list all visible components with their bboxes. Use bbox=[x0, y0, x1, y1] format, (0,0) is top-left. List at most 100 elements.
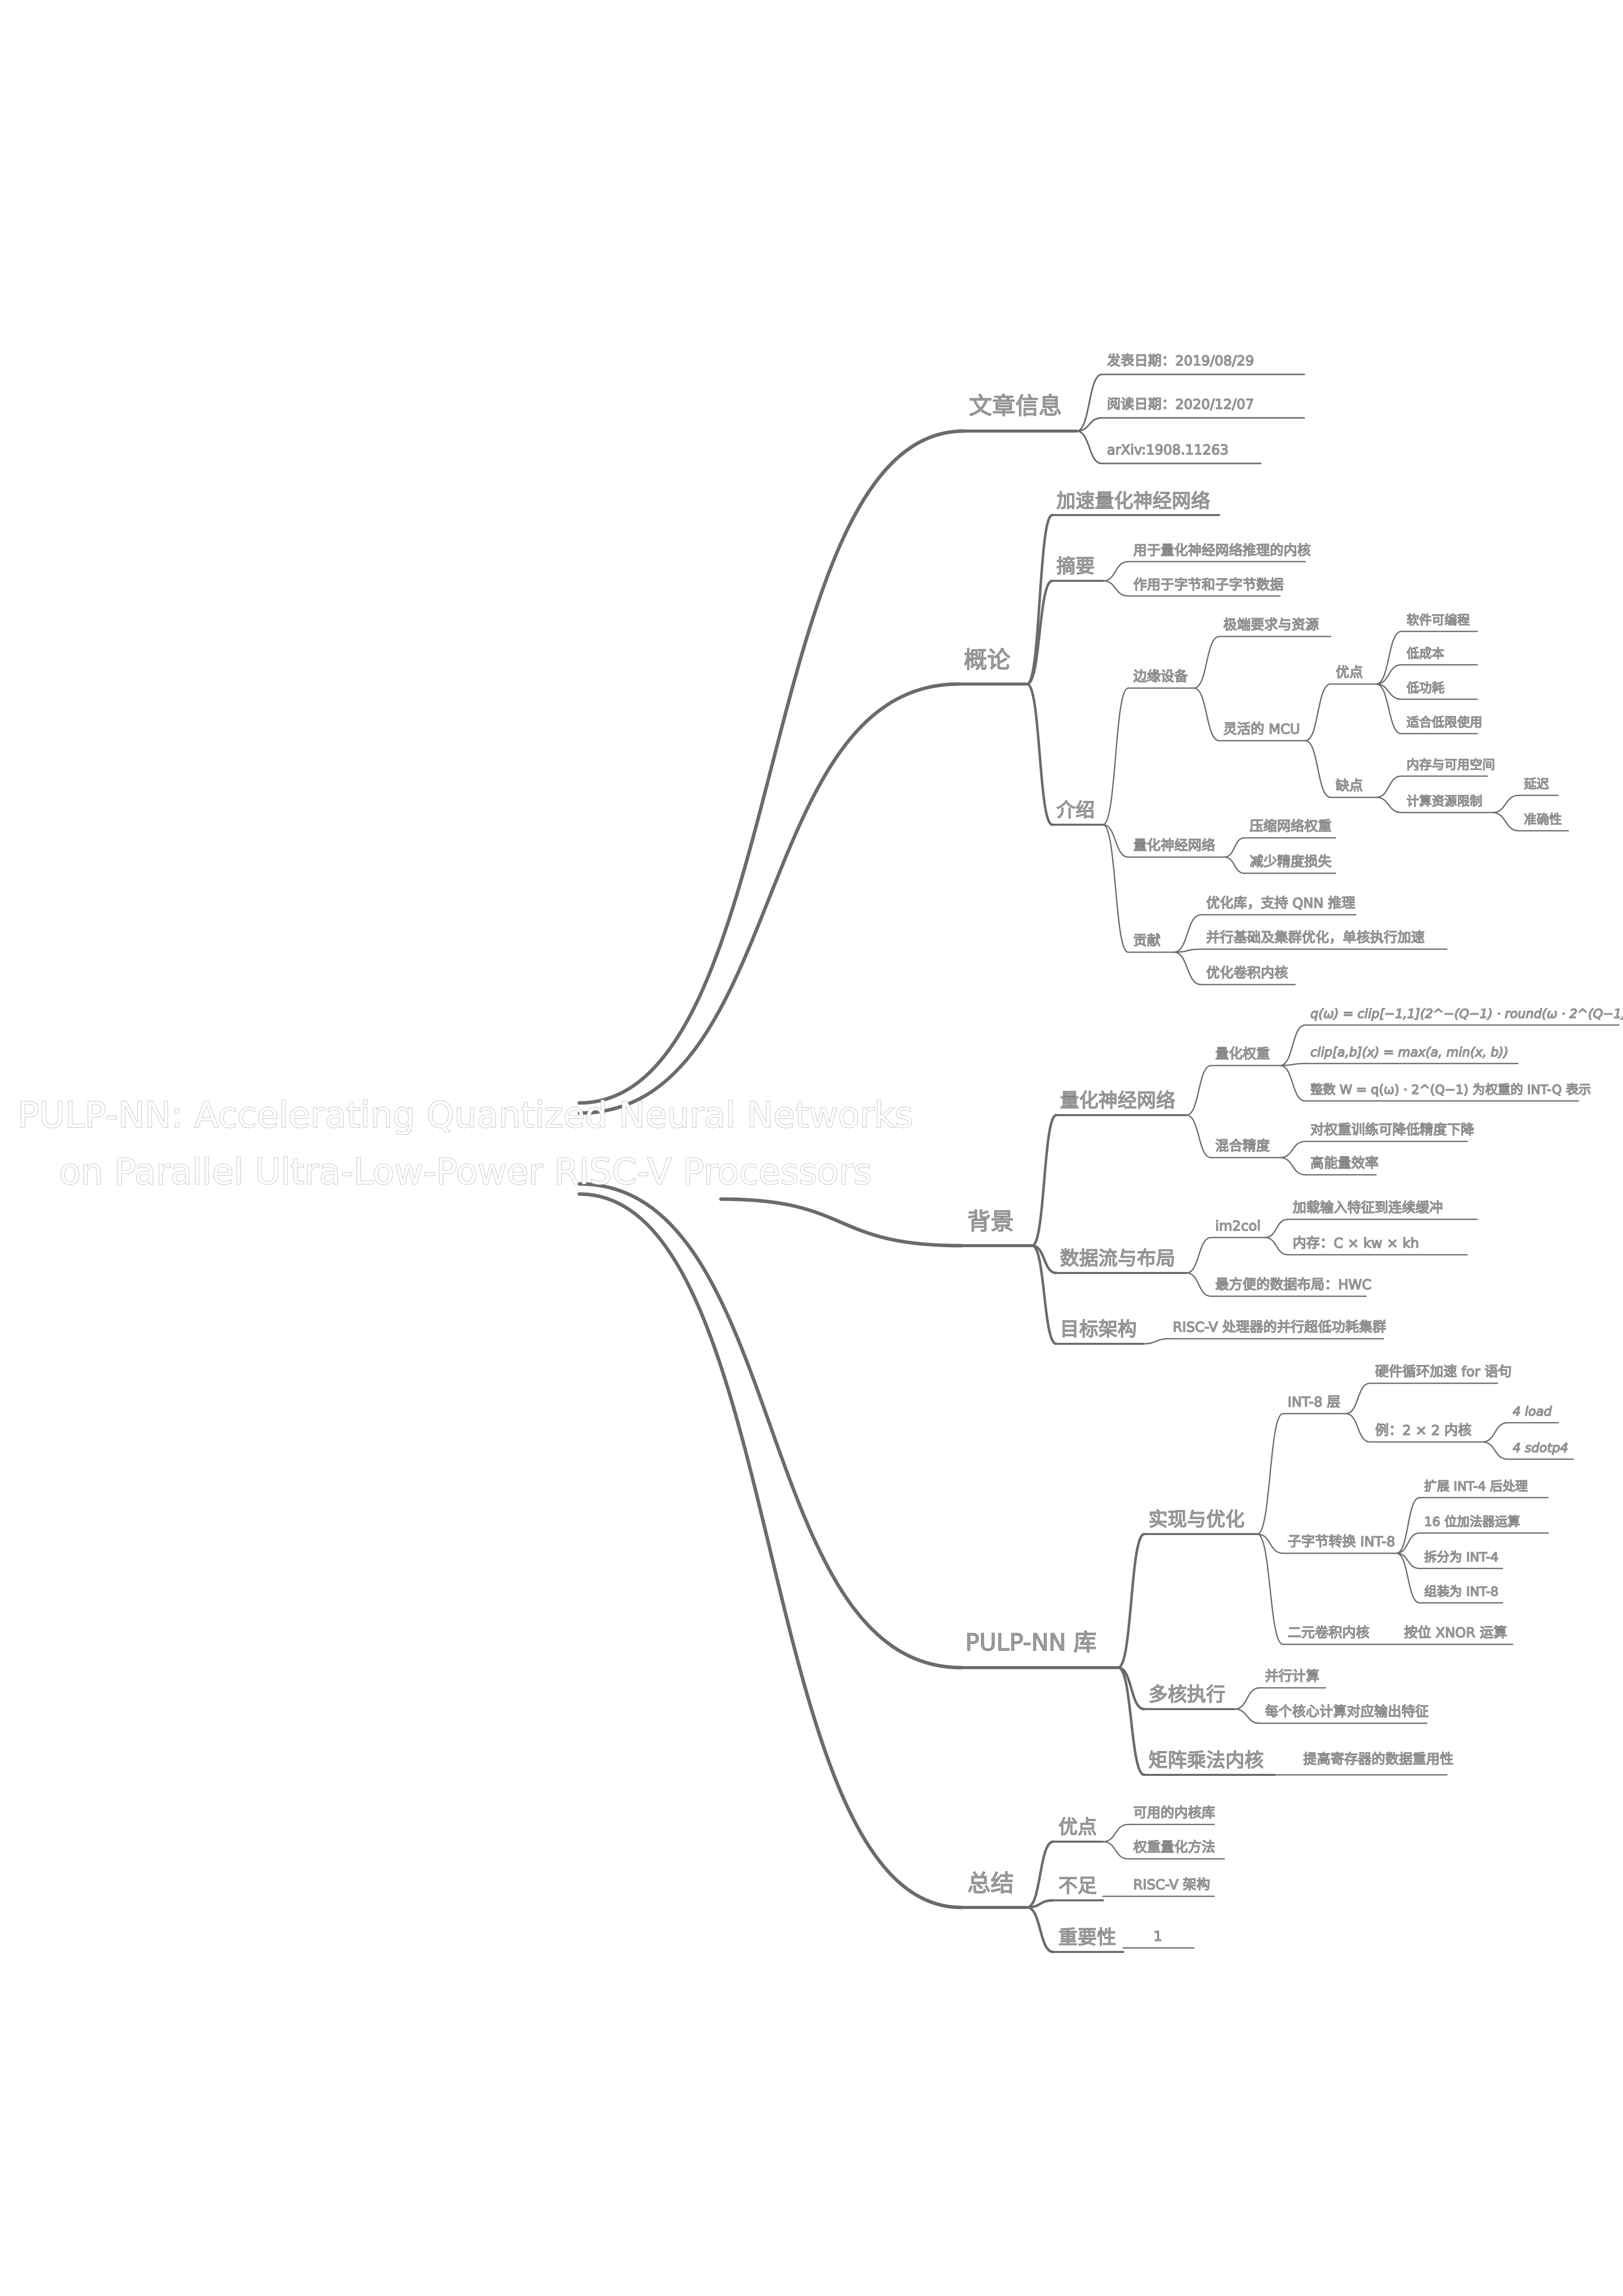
edge-edge-req bbox=[1193, 635, 1220, 689]
node-read-date[interactable]: 阅读日期：2020/12/07 bbox=[1106, 396, 1254, 412]
node-qnn-intro[interactable]: 量化神经网络 bbox=[1133, 837, 1215, 854]
node-mcu-cons[interactable]: 缺点 bbox=[1335, 778, 1363, 794]
node-subbyte-int8[interactable]: 子字节转换 INT-8 bbox=[1287, 1534, 1395, 1550]
edge-pros-1 bbox=[1102, 1823, 1129, 1843]
node-summary-pros[interactable]: 优点 bbox=[1058, 1815, 1097, 1838]
node-qnn-background[interactable]: 量化神经网络 bbox=[1059, 1089, 1175, 1112]
edge-im2col-1 bbox=[1264, 1218, 1289, 1239]
node-core-output[interactable]: 每个核心计算对应输出特征 bbox=[1264, 1704, 1429, 1720]
edge-abstract-2 bbox=[1102, 580, 1129, 597]
edge-pro-1 bbox=[1375, 664, 1402, 685]
edge-impl-subbyte bbox=[1256, 1533, 1284, 1554]
node-con-compute[interactable]: 计算资源限制 bbox=[1406, 793, 1482, 809]
node-qnn-compress[interactable]: 压缩网络权重 bbox=[1249, 818, 1332, 834]
node-im2col[interactable]: im2col bbox=[1215, 1218, 1261, 1234]
node-xnor[interactable]: 按位 XNOR 运算 bbox=[1403, 1625, 1507, 1641]
node-pro-programmable[interactable]: 软件可编程 bbox=[1406, 612, 1470, 627]
node-multicore[interactable]: 多核执行 bbox=[1148, 1683, 1225, 1706]
edge-example-sdotp bbox=[1481, 1441, 1509, 1460]
edge-subbyte-0 bbox=[1395, 1497, 1421, 1554]
node-equation-int-q[interactable]: 整数 W = q(ω) · 2^(Q−1) 为权重的 INT-Q 表示 bbox=[1310, 1082, 1591, 1097]
node-article-info[interactable]: 文章信息 bbox=[968, 392, 1062, 419]
edge-qnn-1 bbox=[1223, 837, 1246, 858]
node-importance[interactable]: 重要性 bbox=[1058, 1926, 1116, 1948]
node-parallel-compute[interactable]: 并行计算 bbox=[1264, 1668, 1319, 1684]
node-abstract-item-1[interactable]: 用于量化神经网络推理的内核 bbox=[1133, 542, 1311, 559]
node-hardware-loop[interactable]: 硬件循环加速 for 语句 bbox=[1375, 1364, 1512, 1380]
node-summary[interactable]: 总结 bbox=[967, 1869, 1014, 1897]
node-pulp-nn-library[interactable]: PULP-NN 库 bbox=[965, 1628, 1097, 1656]
node-extreme-requirements[interactable]: 极端要求与资源 bbox=[1223, 617, 1319, 633]
node-contrib-parallel[interactable]: 并行基础及集群优化，单核执行加速 bbox=[1206, 929, 1425, 946]
node-subbyte-split[interactable]: 拆分为 INT-4 bbox=[1424, 1549, 1499, 1564]
edge-info-read bbox=[1076, 417, 1103, 432]
edge-eq-0 bbox=[1279, 1024, 1306, 1067]
edge-pro-2 bbox=[1375, 683, 1402, 700]
node-binary-kernel[interactable]: 二元卷积内核 bbox=[1287, 1625, 1370, 1641]
node-background[interactable]: 背景 bbox=[967, 1207, 1014, 1235]
node-int8-layer[interactable]: INT-8 层 bbox=[1287, 1394, 1341, 1410]
edge-precision-1 bbox=[1279, 1140, 1306, 1159]
node-qnn-accuracy-loss[interactable]: 减少精度损失 bbox=[1249, 854, 1332, 870]
node-summary-cons[interactable]: 不足 bbox=[1058, 1874, 1097, 1897]
node-target-arch[interactable]: 目标架构 bbox=[1059, 1317, 1137, 1340]
node-con-memory[interactable]: 内存与可用空间 bbox=[1406, 757, 1495, 772]
node-abstract[interactable]: 摘要 bbox=[1056, 555, 1095, 577]
node-pro-low-cost[interactable]: 低成本 bbox=[1406, 646, 1444, 661]
edge-con-latency bbox=[1491, 794, 1520, 814]
node-subbyte-extend[interactable]: 扩展 INT-4 后处理 bbox=[1424, 1478, 1528, 1494]
node-riscv-cluster[interactable]: RISC-V 处理器的并行超低功耗集群 bbox=[1172, 1319, 1386, 1335]
edge-multicore-2 bbox=[1233, 1708, 1261, 1724]
node-overview[interactable]: 概论 bbox=[963, 646, 1010, 673]
edge-int8-loop bbox=[1345, 1382, 1371, 1415]
node-con-riscv[interactable]: RISC-V 架构 bbox=[1133, 1877, 1210, 1893]
edge-qnn-2 bbox=[1223, 856, 1246, 874]
node-pro-quantization[interactable]: 权重量化方法 bbox=[1133, 1839, 1215, 1855]
node-pro-kernel-library[interactable]: 可用的内核库 bbox=[1133, 1805, 1215, 1821]
node-one-line-summary[interactable]: 加速量化神经网络 bbox=[1056, 489, 1210, 512]
edge-root-library bbox=[577, 1182, 963, 1670]
edge-summary-importance bbox=[1026, 1906, 1055, 1953]
node-edge-devices[interactable]: 边缘设备 bbox=[1133, 668, 1188, 685]
node-mixed-precision[interactable]: 混合精度 bbox=[1215, 1138, 1270, 1154]
node-pro-low-power[interactable]: 低功耗 bbox=[1406, 680, 1444, 695]
edge-pro-0 bbox=[1375, 630, 1402, 685]
edge-contrib-1 bbox=[1173, 948, 1202, 953]
node-con-accuracy[interactable]: 准确性 bbox=[1523, 812, 1562, 827]
node-introduction[interactable]: 介绍 bbox=[1056, 798, 1095, 821]
edge-mcu-pros bbox=[1304, 683, 1332, 742]
node-precision-training[interactable]: 对权重训练可降低精度下降 bbox=[1310, 1122, 1474, 1138]
node-matmul-kernel[interactable]: 矩阵乘法内核 bbox=[1148, 1749, 1264, 1771]
edge-root-summary bbox=[577, 1192, 963, 1909]
node-implementation[interactable]: 实现与优化 bbox=[1148, 1508, 1245, 1530]
node-equation-clip[interactable]: clip[a,b](x) = max(a, min(x, b)) bbox=[1310, 1044, 1509, 1059]
node-subbyte-assemble[interactable]: 组装为 INT-8 bbox=[1424, 1584, 1499, 1599]
node-subbyte-adder[interactable]: 16 位加法器运算 bbox=[1424, 1514, 1520, 1529]
node-sdotp-count[interactable]: 4 sdotp4 bbox=[1512, 1440, 1568, 1455]
edge-con-compute bbox=[1375, 796, 1402, 814]
node-energy-efficiency[interactable]: 高能量效率 bbox=[1310, 1155, 1379, 1171]
node-arxiv-id[interactable]: arXiv:1908.11263 bbox=[1106, 442, 1229, 458]
node-im2col-memory[interactable]: 内存：C × kw × kh bbox=[1292, 1235, 1419, 1251]
node-pro-limited-use[interactable]: 适合低限使用 bbox=[1406, 714, 1482, 730]
node-quantized-weights[interactable]: 量化权重 bbox=[1215, 1046, 1270, 1062]
node-hwc-layout[interactable]: 最方便的数据布局：HWC bbox=[1215, 1277, 1372, 1293]
node-equation-quantize[interactable]: q(ω) = clip[−1,1](2^−(Q−1) · round(ω · 2… bbox=[1310, 1006, 1623, 1021]
node-contrib-kernel[interactable]: 优化卷积内核 bbox=[1206, 965, 1288, 981]
node-con-latency[interactable]: 延迟 bbox=[1523, 776, 1549, 791]
node-kernel-example[interactable]: 例：2 × 2 内核 bbox=[1375, 1422, 1472, 1438]
node-flexible-mcu[interactable]: 灵活的 MCU bbox=[1223, 721, 1300, 737]
edge-root-background bbox=[719, 1197, 963, 1248]
node-load-count[interactable]: 4 load bbox=[1512, 1404, 1552, 1419]
node-mcu-pros[interactable]: 优点 bbox=[1335, 664, 1363, 681]
node-published-date[interactable]: 发表日期：2019/08/29 bbox=[1106, 353, 1254, 369]
node-dataflow-layout[interactable]: 数据流与布局 bbox=[1059, 1247, 1175, 1269]
node-register-reuse[interactable]: 提高寄存器的数据重用性 bbox=[1303, 1751, 1454, 1767]
node-contrib-library[interactable]: 优化库，支持 QNN 推理 bbox=[1206, 895, 1355, 911]
node-importance-value[interactable]: 1 bbox=[1153, 1928, 1163, 1944]
node-im2col-load[interactable]: 加载输入特征到连续缓冲 bbox=[1292, 1200, 1443, 1216]
edge-arch-item bbox=[1142, 1338, 1170, 1345]
node-abstract-item-2[interactable]: 作用于字节和子字节数据 bbox=[1133, 577, 1284, 593]
node-contributions[interactable]: 贡献 bbox=[1133, 932, 1161, 949]
edge-info-published bbox=[1076, 373, 1103, 432]
